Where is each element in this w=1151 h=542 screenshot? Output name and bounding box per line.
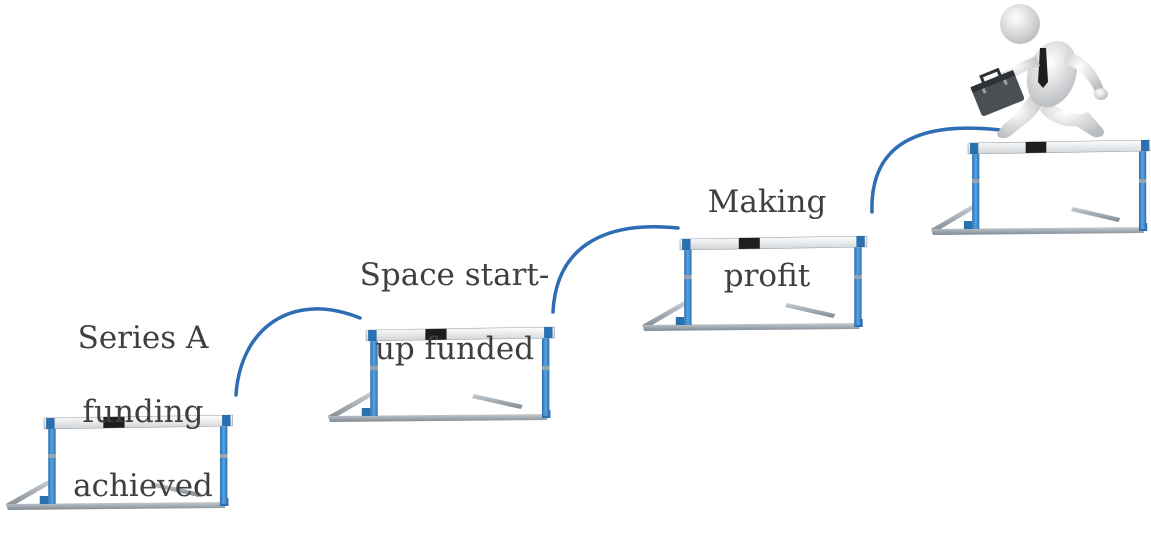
connector-arc-2 <box>551 225 680 314</box>
step-label-line: funding <box>82 394 204 430</box>
step-label-line: Making <box>707 184 827 220</box>
step-label-line: Series A <box>77 320 209 356</box>
step-label-series-a: Series A funding achieved <box>58 283 228 542</box>
briefcase-icon <box>970 67 1025 117</box>
hurdle-icon <box>930 139 1151 236</box>
connector-arc-3 <box>870 126 1002 214</box>
step-label-making-profit: Making profit <box>682 147 852 332</box>
step-label-line: up funded <box>374 331 535 367</box>
step-label-line: Space start- <box>359 257 550 293</box>
connector-arc-1 <box>234 307 362 397</box>
step-label-line: achieved <box>73 468 213 504</box>
step-label-line: profit <box>723 258 811 294</box>
step-label-space-startup: Space start- up funded <box>342 220 567 405</box>
